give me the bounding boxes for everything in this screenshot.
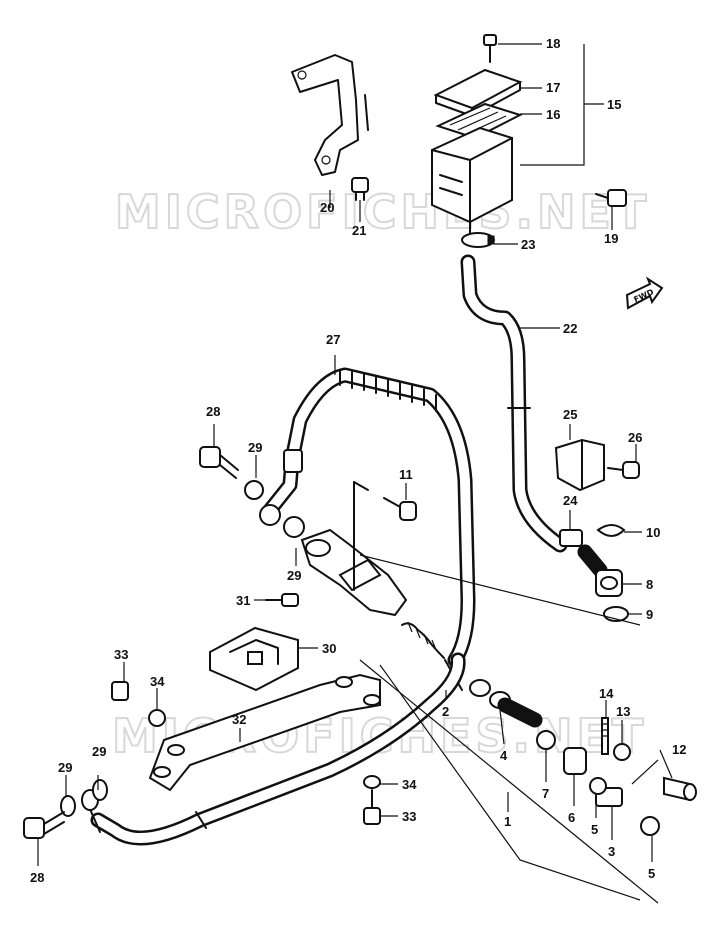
washer-5-lower [640, 816, 660, 836]
callout-9: 9 [646, 607, 653, 622]
guard-30 [209, 626, 299, 692]
washer-13 [613, 743, 631, 761]
callout-25: 25 [563, 407, 577, 422]
washer-29-c [283, 516, 305, 538]
clip-10 [596, 524, 626, 537]
washer-29-a [244, 480, 264, 500]
washer-34-lower [363, 775, 381, 789]
callout-26: 26 [628, 430, 642, 445]
leader-lines [37, 43, 673, 904]
callout-17: 17 [546, 80, 560, 95]
callout-22: 22 [563, 321, 577, 336]
screw-26 [607, 461, 640, 479]
callout-1: 1 [504, 814, 511, 829]
callout-33-upper: 33 [114, 647, 128, 662]
washer-29-e [92, 779, 108, 801]
callout-18: 18 [546, 36, 560, 51]
callout-24: 24 [563, 493, 578, 508]
callout-28-lower: 28 [30, 870, 44, 885]
bolt-21 [351, 177, 369, 201]
callout-3: 3 [608, 844, 615, 859]
callout-32: 32 [232, 712, 246, 727]
callout-15: 15 [607, 97, 621, 112]
clamp-23 [461, 232, 495, 248]
bolt-19 [595, 189, 627, 207]
callout-34-lower: 34 [402, 777, 417, 792]
callout-12: 12 [672, 742, 686, 757]
callouts: 18 17 16 15 20 21 19 23 22 27 28 29 29 1… [30, 36, 686, 885]
reservoir-hose-22 [460, 254, 568, 553]
washer-29-d [60, 795, 76, 817]
fwd-arrow: FWD [625, 276, 664, 310]
callout-5-upper: 5 [591, 822, 598, 837]
bolt-11 [383, 497, 417, 521]
reservoir-assembly [431, 34, 523, 235]
callout-34-upper: 34 [150, 674, 165, 689]
clamp-25 [554, 438, 605, 492]
hose-27 [262, 367, 476, 668]
union-bolt-28-upper [199, 446, 239, 479]
union-8 [577, 544, 623, 597]
callout-29-lower-left: 29 [58, 760, 72, 775]
callout-27: 27 [326, 332, 340, 347]
washer-34-upper [148, 709, 166, 727]
callout-29-mid: 29 [287, 568, 301, 583]
bolt-12 [663, 776, 697, 802]
clip-24 [559, 529, 583, 547]
callout-29-lower-right: 29 [92, 744, 106, 759]
bracket-32 [148, 673, 381, 792]
reservoir-bracket [291, 54, 369, 176]
callout-7: 7 [542, 786, 549, 801]
bolt-33-lower [363, 789, 381, 825]
callout-13: 13 [616, 704, 630, 719]
watermark-top: MICROFICHES.NET [115, 185, 650, 239]
callout-29-upper: 29 [248, 440, 262, 455]
callout-4: 4 [500, 748, 508, 763]
master-cylinder [300, 481, 408, 617]
callout-30: 30 [322, 641, 336, 656]
union-bolt-28-lower [23, 811, 65, 839]
callout-14: 14 [599, 686, 614, 701]
callout-11: 11 [399, 467, 413, 482]
callout-23: 23 [521, 237, 535, 252]
callout-21: 21 [352, 223, 366, 238]
bolt-33-upper [111, 681, 129, 701]
washer-29-b [259, 504, 281, 526]
callout-16: 16 [546, 107, 560, 122]
callout-2: 2 [442, 704, 449, 719]
callout-31: 31 [236, 593, 250, 608]
pin-14 [601, 717, 609, 755]
callout-10: 10 [646, 525, 660, 540]
callout-6: 6 [568, 810, 575, 825]
washer-5-upper [589, 777, 607, 795]
screw-31 [265, 593, 299, 607]
callout-19: 19 [604, 231, 618, 246]
callout-20: 20 [320, 200, 334, 215]
callout-28-upper: 28 [206, 404, 220, 419]
callout-5-lower: 5 [648, 866, 655, 881]
callout-33-lower: 33 [402, 809, 416, 824]
callout-8: 8 [646, 577, 653, 592]
